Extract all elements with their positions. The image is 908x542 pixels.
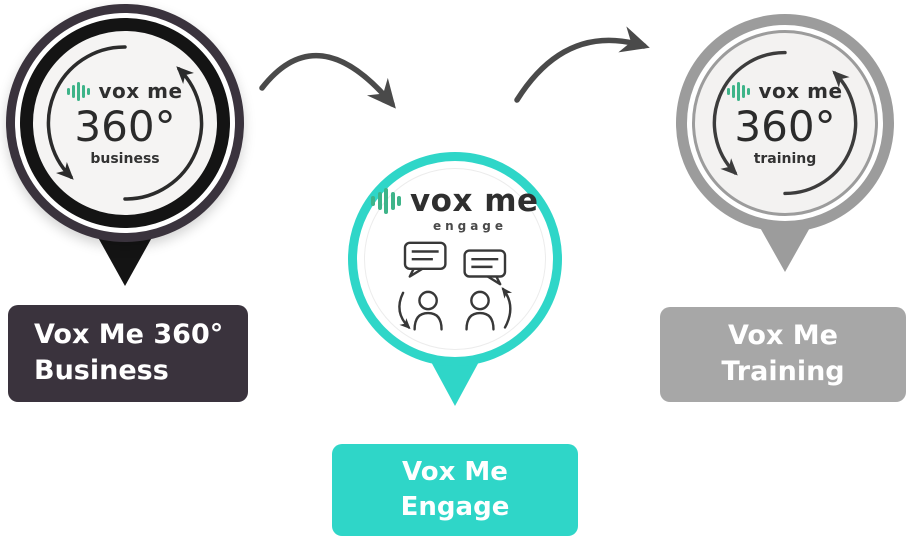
label-engage-line1: Vox Me: [402, 457, 508, 487]
pin-engage-inner-circle: vox me engage: [364, 168, 546, 350]
voxme-logo-text: vox me: [409, 183, 539, 219]
voxme-logo-text: vox me: [758, 79, 843, 104]
voxme-logo: vox me: [67, 79, 182, 103]
pin-training: vox me 360° training: [676, 14, 894, 272]
badge-degree-text: 360°: [74, 102, 176, 152]
badge-tagline: training: [753, 150, 817, 167]
pin-engage-outer-ring: vox me engage: [348, 152, 562, 366]
voxme-logo: vox me: [727, 79, 842, 103]
soundwave-icon: [727, 81, 752, 101]
conversation-people-icon: [398, 241, 513, 331]
arrow-business-to-engage: [259, 52, 396, 109]
badge-tagline: business: [90, 150, 160, 167]
cycle-arrows-icon: [46, 45, 204, 201]
soundwave-icon: [67, 81, 92, 101]
cycle-arrows-icon: [712, 50, 858, 196]
pin-engage-pointer: [429, 358, 481, 406]
pin-training-outer-ring: vox me 360° training: [676, 14, 894, 232]
label-business-line1: Vox Me 360°: [34, 319, 224, 350]
label-engage-line2: Engage: [400, 492, 510, 523]
badge-training-content: vox me 360° training: [727, 79, 842, 167]
pin-business: vox me 360° business: [6, 4, 244, 286]
label-business-line2: Business: [34, 355, 169, 387]
voxme-logo: vox me: [371, 183, 538, 219]
label-business: Vox Me 360° Business: [8, 305, 248, 402]
label-training-line1: Vox Me: [728, 320, 838, 351]
pin-training-inner-ring: vox me 360° training: [692, 30, 878, 216]
label-engage: Vox Me Engage: [332, 444, 578, 537]
badge-business-content: vox me 360° business: [67, 79, 182, 167]
pin-training-pointer: [758, 224, 812, 272]
badge-degree-text: 360°: [734, 102, 836, 152]
label-training: Vox Me Training: [660, 307, 906, 402]
badge-tagline: engage: [432, 219, 508, 233]
soundwave-icon: [371, 188, 404, 214]
label-training-line2: Training: [721, 356, 845, 388]
pin-business-inner-ring: vox me 360° business: [20, 18, 230, 228]
pin-business-outer-ring: vox me 360° business: [6, 4, 244, 242]
arrow-engage-to-training: [514, 26, 650, 103]
pin-engage: vox me engage: [348, 152, 562, 406]
voxme-logo-text: vox me: [98, 79, 183, 104]
